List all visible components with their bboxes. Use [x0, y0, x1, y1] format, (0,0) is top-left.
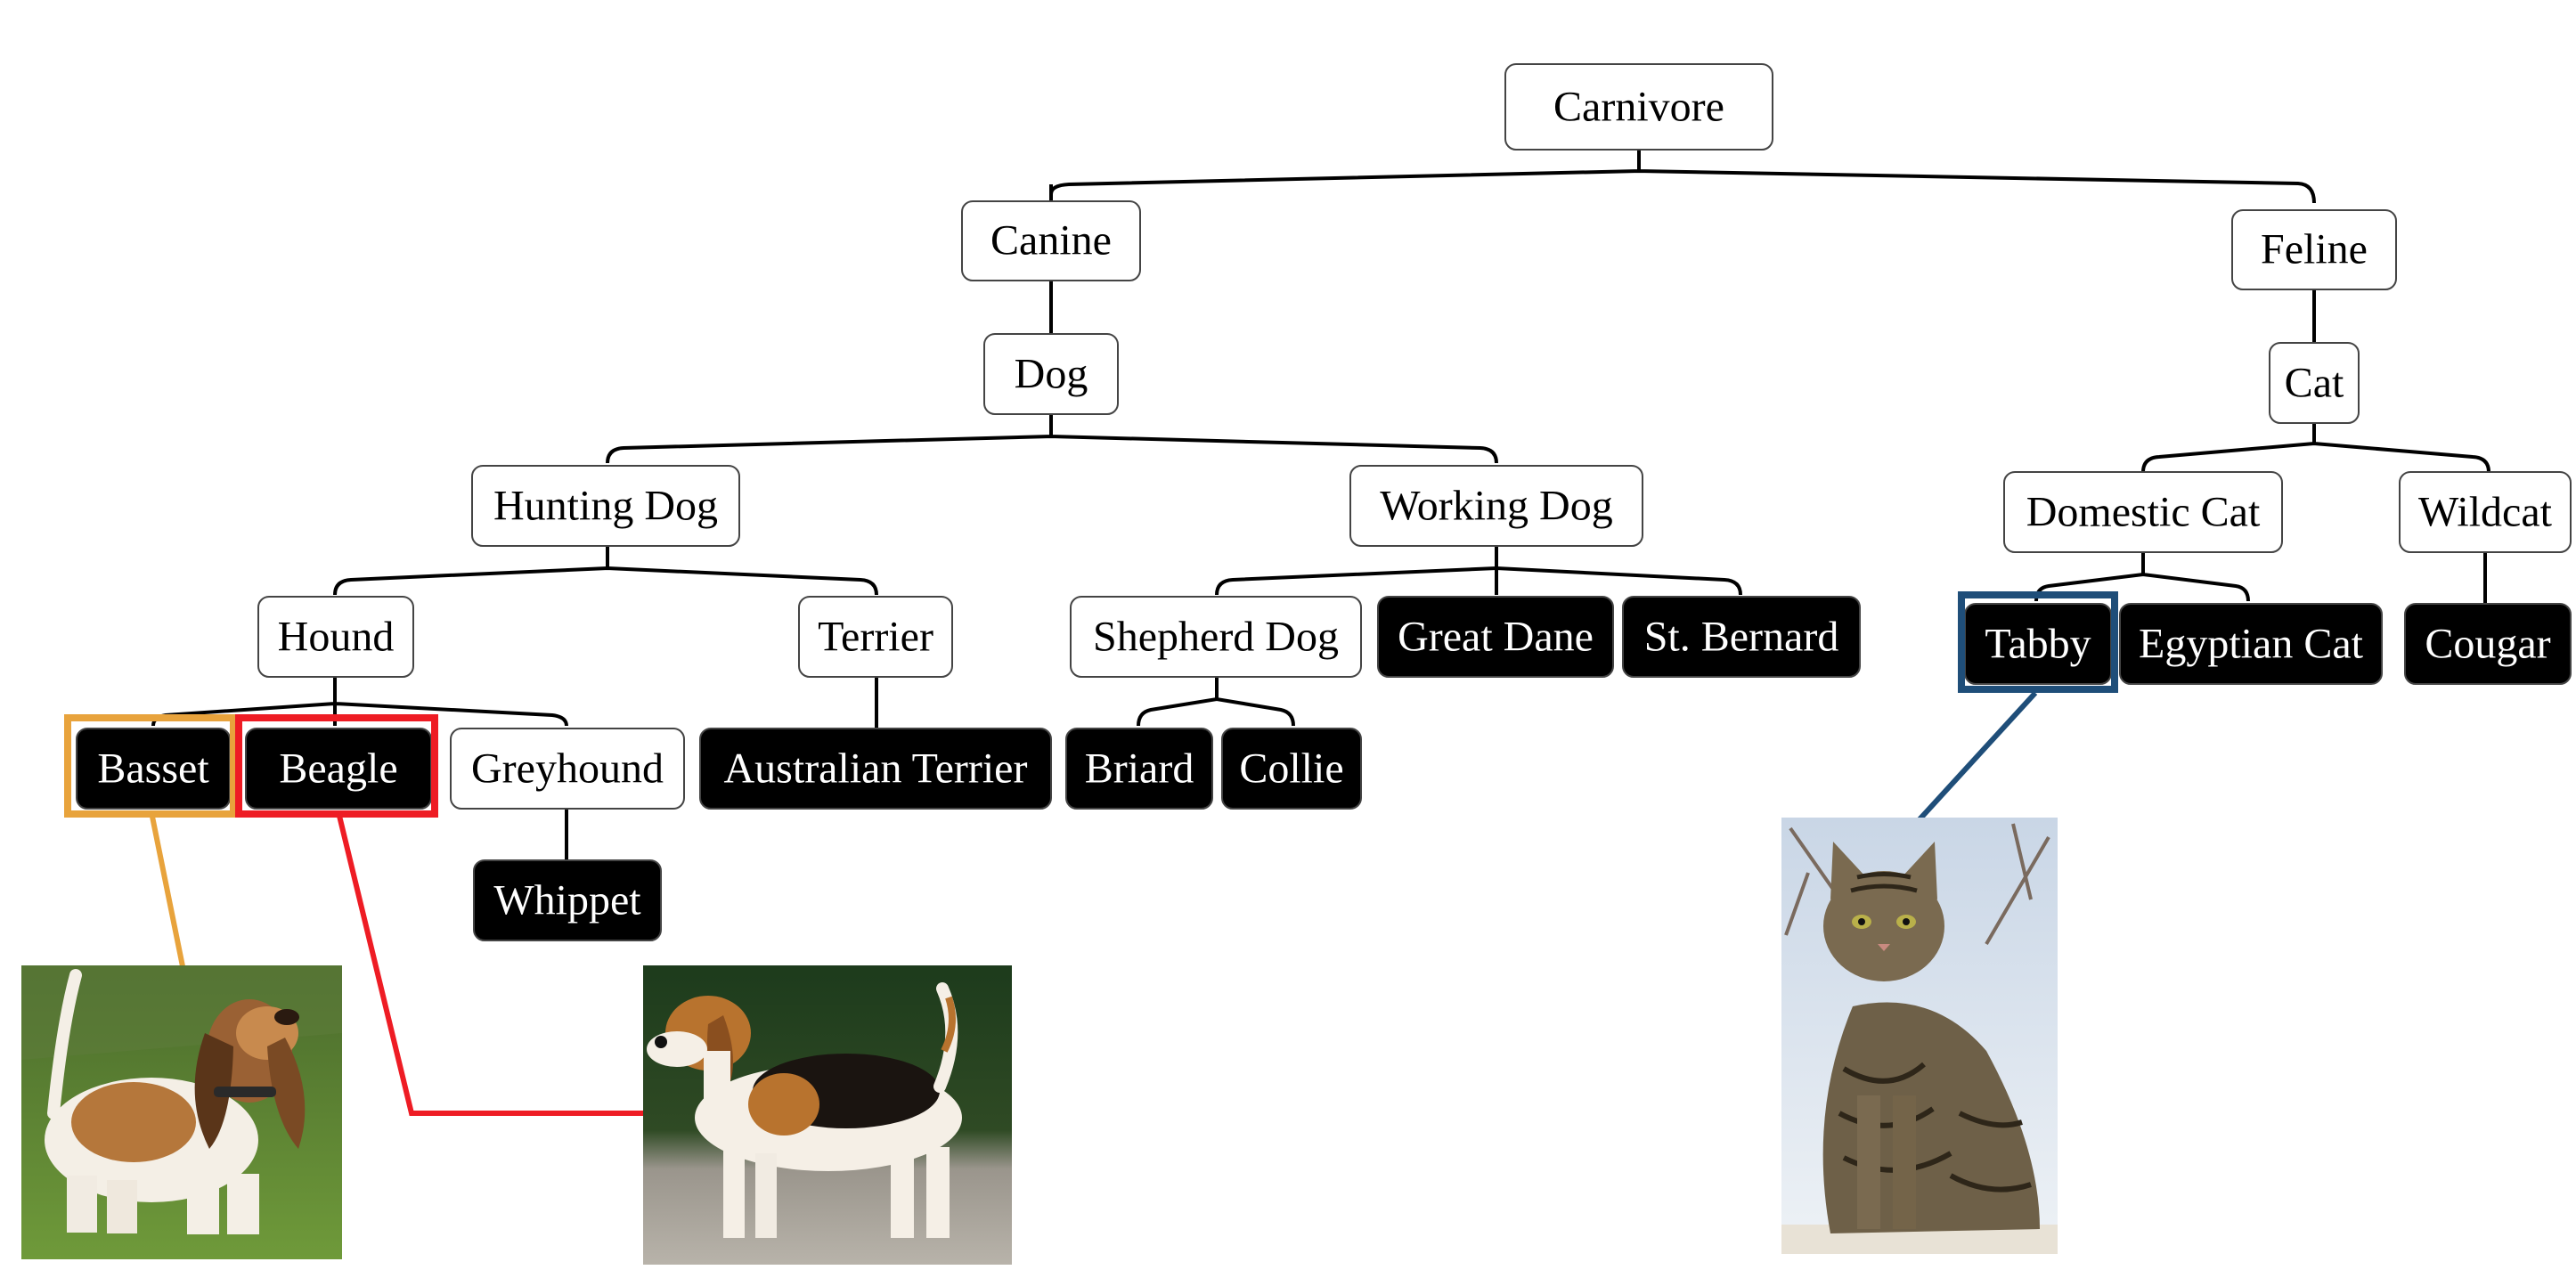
node-hunting-dog-label: Hunting Dog [493, 483, 718, 530]
basset-callout-line [149, 811, 185, 967]
node-greyhound-label: Greyhound [471, 745, 664, 793]
basset-highlight-frame [64, 714, 237, 818]
node-canine-label: Canine [990, 217, 1112, 265]
node-domestic-cat-label: Domestic Cat [2026, 489, 2261, 536]
node-whippet-label: Whippet [493, 877, 641, 924]
node-briard[interactable]: Briard [1065, 728, 1213, 810]
highlight-frames [64, 591, 2118, 818]
beagle-highlight-frame [235, 714, 438, 818]
edge-shepherd-children [1137, 677, 1295, 727]
node-feline-label: Feline [2261, 226, 2368, 273]
tabby-highlight-frame [1958, 591, 2118, 693]
node-australian-terrier[interactable]: Australian Terrier [699, 728, 1052, 810]
node-egyptian-cat[interactable]: Egyptian Cat [2119, 603, 2383, 685]
node-cat-label: Cat [2285, 360, 2344, 407]
node-shepherd-dog[interactable]: Shepherd Dog [1070, 596, 1362, 678]
node-terrier-label: Terrier [818, 614, 933, 661]
basset-hound-photo [21, 965, 342, 1259]
node-shepherd-dog-label: Shepherd Dog [1093, 614, 1339, 661]
node-cat[interactable]: Cat [2269, 342, 2360, 424]
node-domestic-cat[interactable]: Domestic Cat [2003, 471, 2283, 553]
node-great-dane-label: Great Dane [1398, 614, 1594, 661]
beagle-photo [643, 965, 1012, 1265]
edge-working-children [1215, 546, 1742, 596]
node-wildcat[interactable]: Wildcat [2399, 471, 2572, 553]
node-collie[interactable]: Collie [1221, 728, 1362, 810]
node-great-dane[interactable]: Great Dane [1377, 596, 1614, 678]
node-st-bernard[interactable]: St. Bernard [1622, 596, 1861, 678]
beagle-callout-line [336, 811, 643, 1116]
node-carnivore-label: Carnivore [1553, 84, 1724, 131]
tabby-cat-photo [1781, 818, 2058, 1254]
node-cougar-label: Cougar [2425, 621, 2550, 668]
node-australian-terrier-label: Australian Terrier [724, 745, 1028, 793]
edge-hunting-children [333, 546, 878, 596]
node-beagle[interactable]: Beagle [245, 728, 432, 810]
node-feline[interactable]: Feline [2231, 209, 2397, 290]
node-dog[interactable]: Dog [983, 333, 1119, 415]
node-wildcat-label: Wildcat [2418, 489, 2553, 536]
node-hound[interactable]: Hound [257, 596, 414, 678]
node-beagle-label: Beagle [279, 745, 397, 793]
node-collie-label: Collie [1239, 745, 1343, 793]
node-carnivore[interactable]: Carnivore [1504, 63, 1773, 151]
node-working-dog-label: Working Dog [1380, 483, 1612, 530]
node-terrier[interactable]: Terrier [798, 596, 953, 678]
callout-lines [149, 690, 2038, 1116]
node-working-dog[interactable]: Working Dog [1349, 465, 1643, 547]
node-briard-label: Briard [1085, 745, 1194, 793]
node-tabby[interactable]: Tabby [1964, 603, 2112, 685]
node-whippet[interactable]: Whippet [473, 859, 662, 941]
tree-edges [151, 150, 2490, 860]
tree-nodes: Carnivore Canine Feline Dog Cat Hunting … [76, 63, 2572, 941]
tabby-callout-line [1917, 690, 2038, 822]
node-hound-label: Hound [278, 614, 395, 661]
node-greyhound[interactable]: Greyhound [450, 728, 685, 810]
node-canine[interactable]: Canine [961, 200, 1141, 281]
node-basset-label: Basset [97, 745, 209, 793]
node-tabby-label: Tabby [1985, 621, 2091, 668]
node-hunting-dog[interactable]: Hunting Dog [471, 465, 740, 547]
edge-cat-children [2141, 423, 2490, 473]
node-cougar[interactable]: Cougar [2404, 603, 2572, 685]
edge-dog-children [606, 414, 1498, 464]
node-dog-label: Dog [1015, 351, 1088, 398]
node-egyptian-cat-label: Egyptian Cat [2139, 621, 2364, 668]
edge-carnivore-children [1049, 150, 2316, 204]
node-basset[interactable]: Basset [76, 728, 231, 810]
node-st-bernard-label: St. Bernard [1644, 614, 1839, 661]
